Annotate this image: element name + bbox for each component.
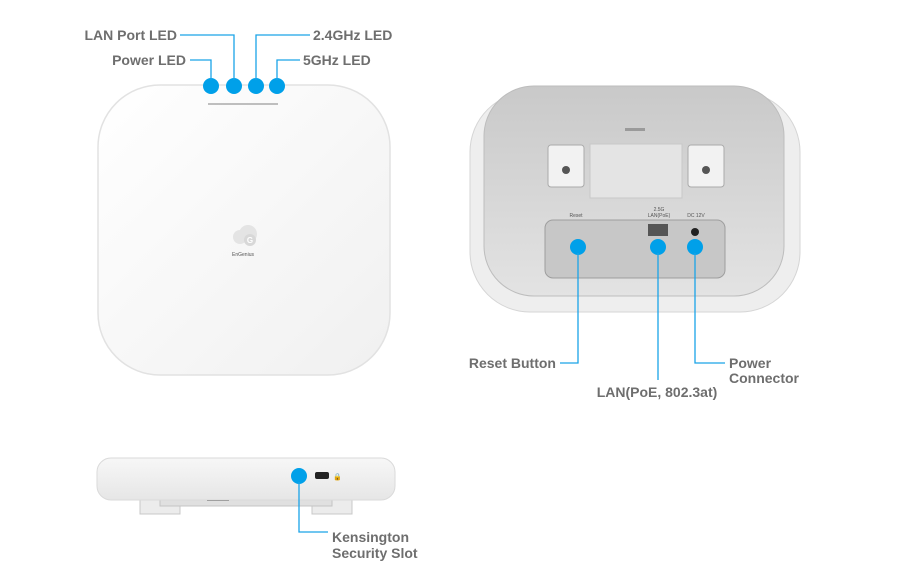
led24-leader bbox=[255, 34, 310, 80]
led5-leader bbox=[276, 59, 300, 80]
power-connector-label-2: Connector bbox=[729, 370, 800, 386]
power-connector-marker bbox=[687, 239, 703, 255]
engenius-logo: G EnGenius bbox=[232, 225, 257, 258]
label-area bbox=[589, 143, 683, 199]
led-5ghz-marker bbox=[269, 78, 285, 94]
reset-button-label: Reset Button bbox=[469, 355, 556, 371]
reset-button-marker bbox=[570, 239, 586, 255]
back-view: Reset 2.5G LAN(PoE) DC 12V Reset Button … bbox=[469, 85, 801, 400]
lan-port-text-2: LAN(PoE) bbox=[648, 213, 671, 219]
reset-port-text: Reset bbox=[569, 213, 583, 219]
power-led-leader bbox=[190, 59, 212, 80]
lan-port-led-label: LAN Port LED bbox=[84, 27, 177, 43]
lan-port-led-marker bbox=[226, 78, 242, 94]
led-5ghz-label: 5GHz LED bbox=[303, 52, 371, 68]
rj45-port bbox=[648, 224, 668, 236]
led-24ghz-marker bbox=[248, 78, 264, 94]
reset-leader bbox=[560, 253, 579, 364]
mount-hole bbox=[562, 166, 570, 174]
lan-poe-marker bbox=[650, 239, 666, 255]
kensington-label-1: Kensington bbox=[332, 529, 409, 545]
kensington-leader bbox=[298, 482, 328, 533]
dc-jack bbox=[691, 228, 699, 236]
kensington-slot bbox=[315, 472, 329, 479]
power-connector-label-1: Power bbox=[729, 355, 772, 371]
slot-mark bbox=[625, 128, 645, 131]
side-body bbox=[96, 457, 396, 501]
kensington-marker bbox=[291, 468, 307, 484]
lan-port-text: 2.5G bbox=[654, 207, 665, 213]
lock-icon: 🔒 bbox=[333, 473, 342, 481]
power-leader bbox=[694, 253, 725, 364]
front-view: G EnGenius LAN Port LED Power LED 2.4GHz… bbox=[84, 27, 392, 376]
power-led-marker bbox=[203, 78, 219, 94]
lan-poe-label: LAN(PoE, 802.3at) bbox=[597, 384, 718, 400]
mount-hole bbox=[702, 166, 710, 174]
port-bay bbox=[544, 219, 726, 279]
dc-port-text: DC 12V bbox=[687, 213, 705, 219]
lan-led-leader bbox=[180, 34, 235, 80]
power-led-label: Power LED bbox=[112, 52, 186, 68]
kensington-label-2: Security Slot bbox=[332, 545, 418, 561]
led-24ghz-label: 2.4GHz LED bbox=[313, 27, 392, 43]
side-view: 🔒 Kensington Security Slot bbox=[96, 457, 418, 561]
svg-text:G: G bbox=[247, 236, 253, 245]
svg-text:EnGenius: EnGenius bbox=[232, 252, 254, 258]
